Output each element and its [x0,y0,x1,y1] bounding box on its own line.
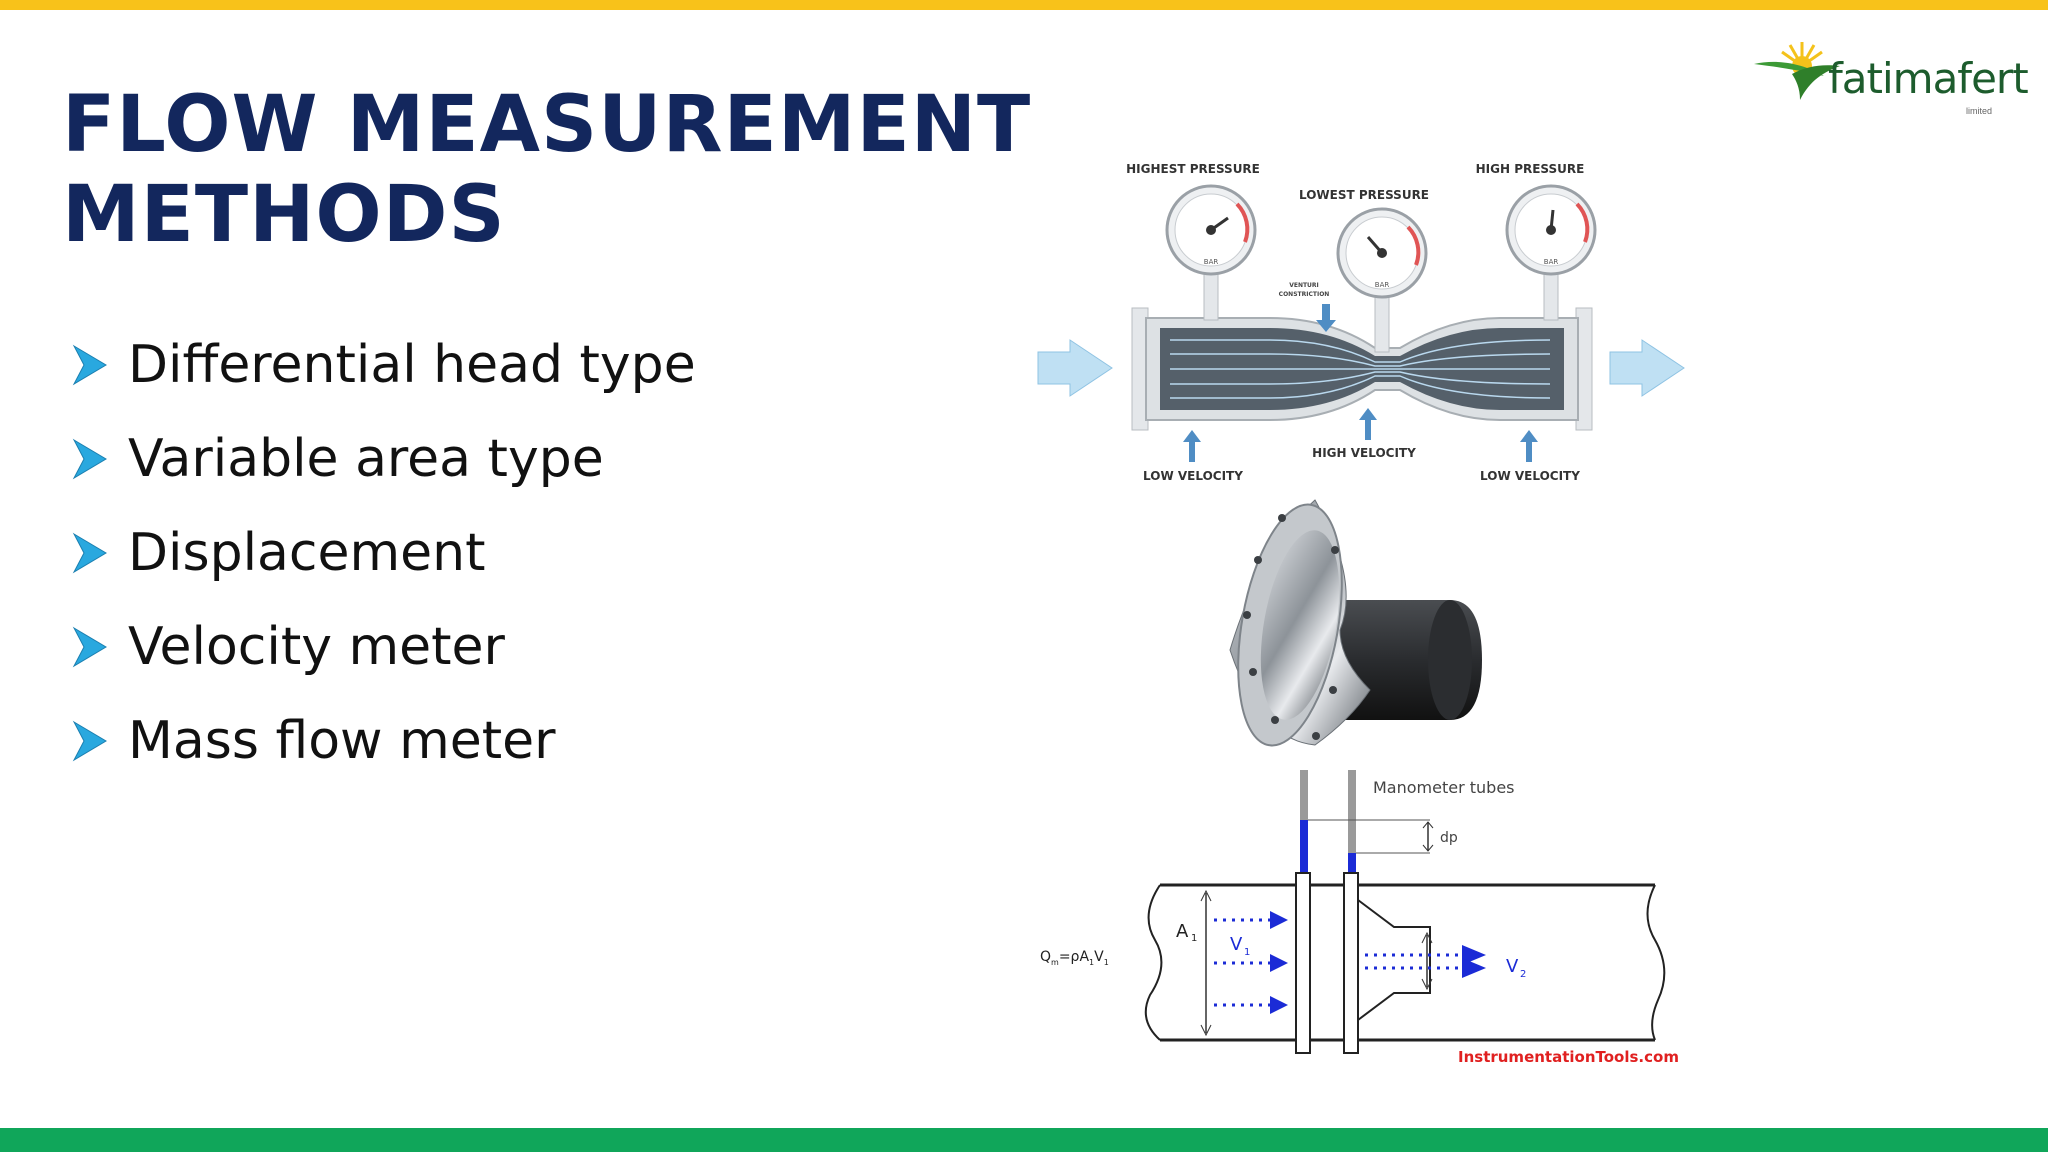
orifice-manometer-diagram: Manometer tubes dp A 1 V 1 V [1030,765,1700,1075]
label-v1: V [1230,934,1243,955]
down-arrow-icon [1316,304,1336,332]
bullet-text: Mass flow meter [128,711,556,771]
gauge-bar-label: BAR [1204,258,1219,266]
label-highest-pressure: HIGHEST PRESSURE [1126,162,1260,176]
formula-q: Q [1040,949,1051,965]
bullet-text: Differential head type [128,335,696,395]
logo-subtext: limited [1966,106,1993,116]
list-item: Displacement [72,506,696,600]
venturi-diagram: BAR BAR BAR HIGHEST PRESSURE LOWEST PRES… [1030,150,1700,490]
svg-text:Qm=ρA1V1: Qm=ρA1V1 [1040,949,1109,967]
formula-sub: m [1051,958,1059,967]
bullet-text: Variable area type [128,429,604,489]
list-item: Differential head type [72,318,696,412]
formula-rest: =ρA [1059,949,1090,965]
up-arrow-icon [1359,408,1377,440]
bullet-list: Differential head type Variable area typ… [72,318,696,788]
label-high-velocity: HIGH VELOCITY [1312,446,1416,460]
gauge-bar-label: BAR [1375,281,1390,289]
arrow-bullet-icon [72,720,107,762]
gauge-icon [1336,207,1428,299]
arrow-bullet-icon [72,532,107,574]
slide-title-line2: METHODS [62,170,506,260]
flow-nozzle-image [1220,490,1500,780]
label-v2: V [1506,956,1519,977]
outflow-arrow-icon [1609,339,1685,397]
formula-v: V [1094,949,1104,965]
label-v2-sub: 2 [1520,969,1526,980]
bottom-accent-bar [0,1128,2048,1152]
label-low-velocity: LOW VELOCITY [1480,469,1580,483]
label-high-pressure: HIGH PRESSURE [1476,162,1585,176]
credit-text: InstrumentationTools.com [1458,1048,1679,1066]
formula-sub2: 1 [1089,958,1094,967]
up-arrow-icon [1183,430,1201,462]
label-constriction: CONSTRICTION [1279,291,1330,298]
formula-sub3: 1 [1104,958,1109,967]
gauge-icon [1505,184,1597,276]
arrow-bullet-icon [72,344,107,386]
label-lowest-pressure: LOWEST PRESSURE [1299,188,1429,202]
up-arrow-icon [1520,430,1538,462]
label-a1: A [1176,921,1189,942]
label-dp: dp [1440,830,1458,846]
gauge-icon [1165,184,1257,276]
top-accent-bar [0,0,2048,10]
list-item: Velocity meter [72,600,696,694]
bullet-text: Velocity meter [128,617,505,677]
label-manometer: Manometer tubes [1373,778,1515,797]
arrow-bullet-icon [72,626,107,668]
label-a1-sub: 1 [1191,933,1197,944]
list-item: Mass flow meter [72,694,696,788]
inflow-arrow-icon [1037,339,1113,397]
logo-text: fatimafert [1828,54,2029,103]
label-v1-sub: 1 [1244,947,1250,958]
label-venturi: VENTURI [1289,282,1319,289]
list-item: Variable area type [72,412,696,506]
company-logo: fatimafert limited [1752,36,2029,126]
gauge-bar-label: BAR [1544,258,1559,266]
arrow-bullet-icon [72,438,107,480]
sun-leaf-icon [1754,42,1840,100]
bullet-text: Displacement [128,523,486,583]
slide-title: FLOW MEASUREMENT METHODS [62,80,1062,260]
label-low-velocity: LOW VELOCITY [1143,469,1243,483]
slide-title-line1: FLOW MEASUREMENT [62,80,1032,170]
